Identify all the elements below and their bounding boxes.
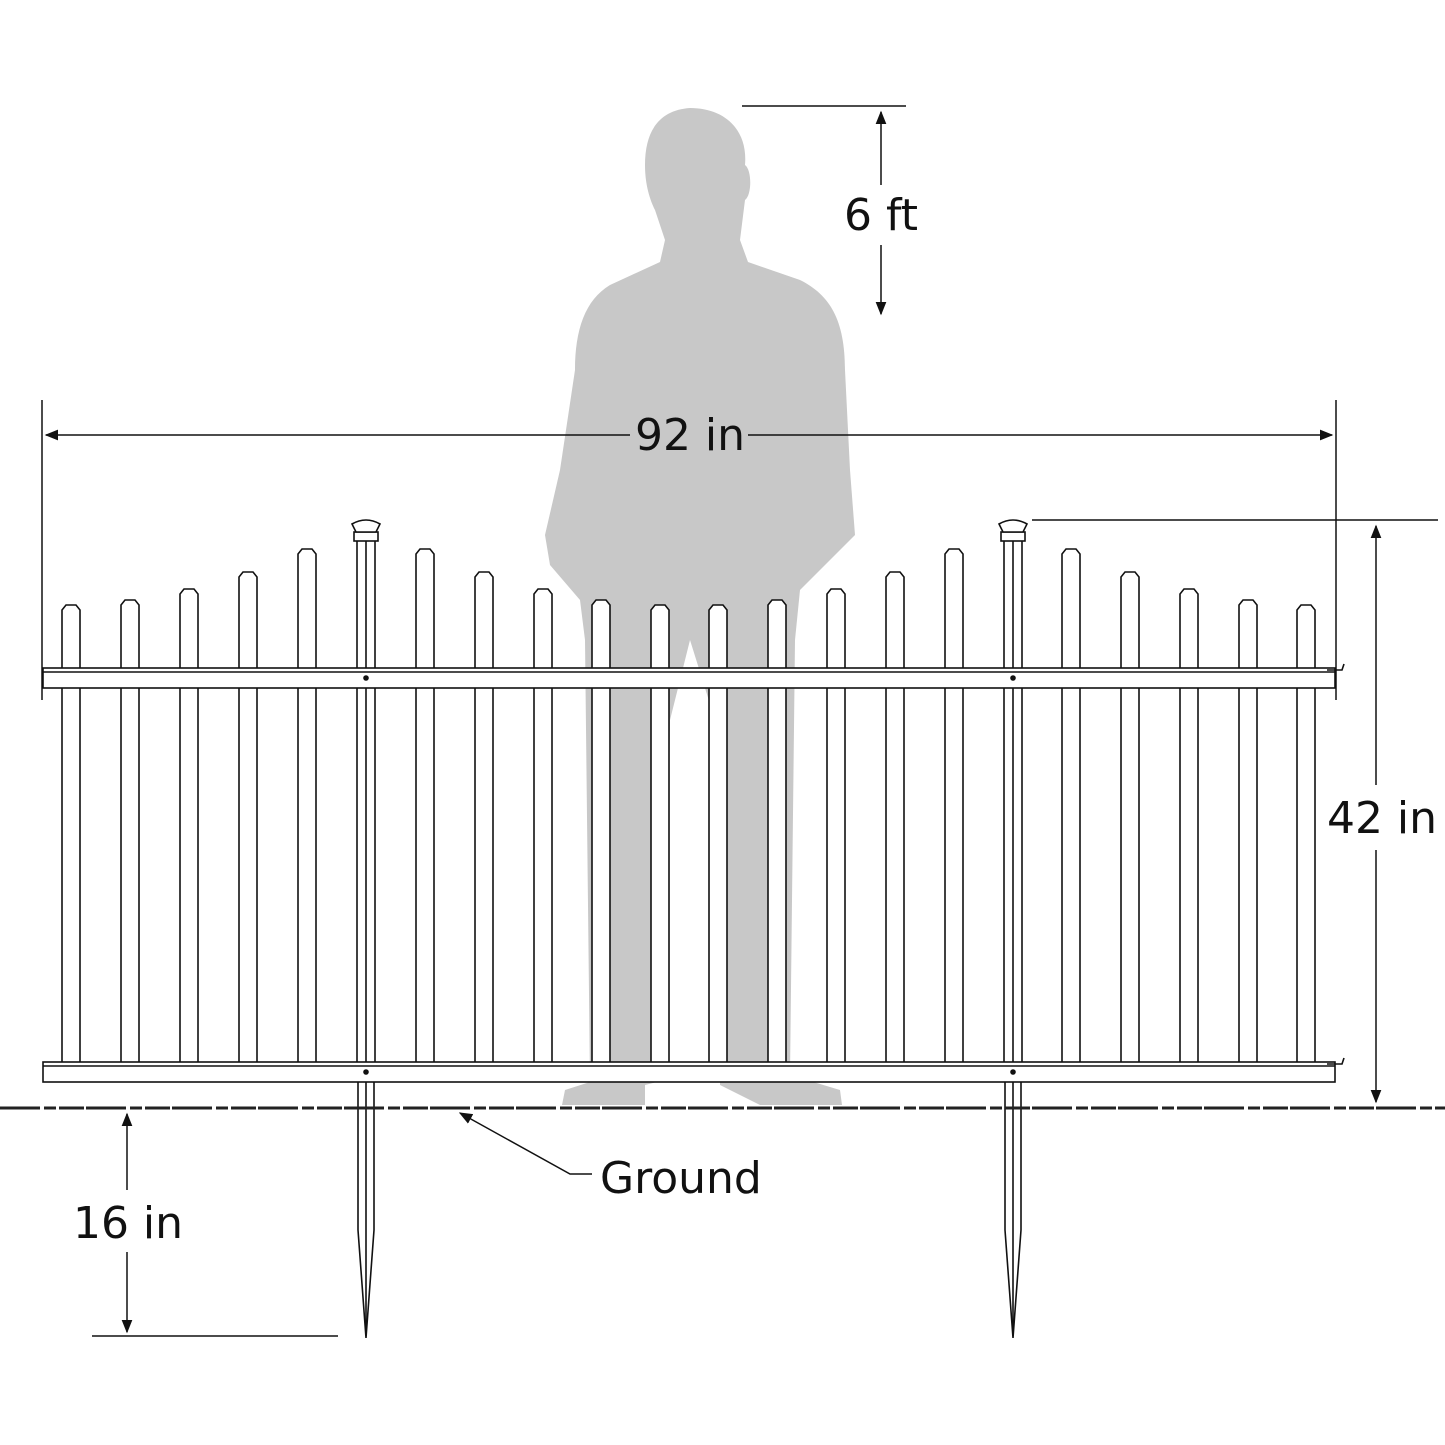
rail — [42, 667, 1336, 689]
width-label: 92 in — [635, 410, 745, 461]
rail — [42, 1061, 1336, 1083]
person-height-label: 6 ft — [844, 190, 918, 241]
picket — [826, 588, 846, 1062]
picket — [179, 588, 199, 1062]
picket — [474, 571, 494, 1062]
post-cap — [997, 519, 1029, 533]
height-label: 42 in — [1327, 793, 1437, 844]
rail-hook — [1327, 1057, 1345, 1065]
picket — [1120, 571, 1140, 1062]
stake-depth-dimension: 16 in — [73, 1112, 338, 1337]
width-dimension: 92 in — [41, 400, 1337, 700]
person-height-dimension: 6 ft — [742, 105, 918, 316]
ground-callout: Ground — [458, 1112, 762, 1204]
picket — [944, 548, 964, 1062]
picket — [533, 588, 553, 1062]
rail-screw — [1010, 675, 1016, 681]
picket — [297, 548, 317, 1062]
rail-hook — [1327, 663, 1345, 671]
height-dimension: 42 in — [1032, 519, 1438, 1104]
post-cap — [350, 519, 382, 533]
picket — [1061, 548, 1081, 1062]
post-cap-base — [1000, 531, 1026, 542]
rail-screw — [1010, 1069, 1016, 1075]
stake-depth-label: 16 in — [73, 1198, 183, 1249]
ground-label: Ground — [600, 1153, 762, 1204]
rail-screw — [363, 675, 369, 681]
picket — [238, 571, 258, 1062]
picket — [415, 548, 435, 1062]
picket — [885, 571, 905, 1062]
post-cap-base — [353, 531, 379, 542]
rail-screw — [363, 1069, 369, 1075]
fence-panel — [42, 519, 1345, 1339]
picket — [1179, 588, 1199, 1062]
